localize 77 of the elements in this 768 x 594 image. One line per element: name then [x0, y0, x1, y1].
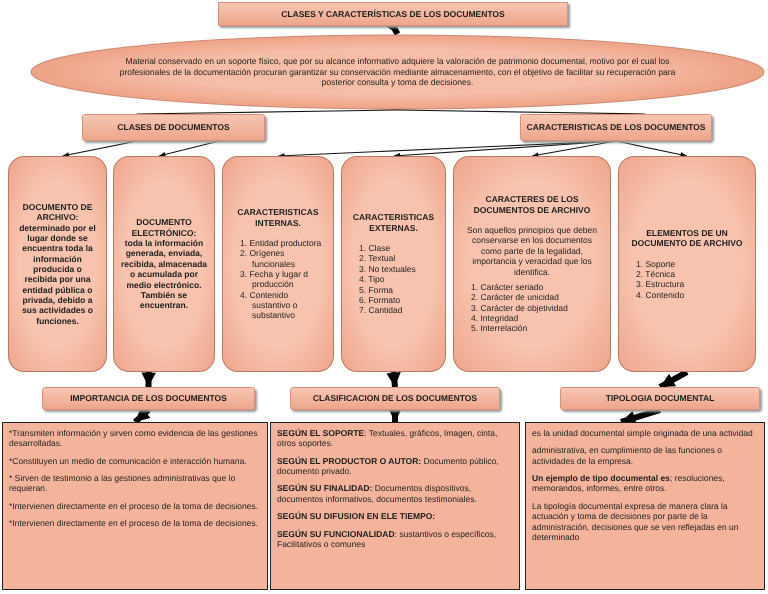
header-text: CARACTERISTICAS DE LOS DOCUMENTOS [526, 122, 706, 133]
card-text: determinado por el lugar donde se encuentra toda la información producida o recibida por una entidad pública o privada, debido a sus actividades o funciones. [18, 222, 97, 326]
paragraph: SEGÚN SU FUNCIONALIDAD: sustantivos o específicos, Facilitativos o comunes [277, 528, 498, 550]
block-arrow [133, 407, 151, 424]
list-item: 1. Clase [358, 243, 392, 254]
card-heading: CARACTERISTICAS EXTERNAS. [352, 212, 436, 234]
paragraph: La tipología documental expresa de manera clara la actuación y toma de decisiones por parte de la administración, decisiones que se ven reflejadas en un determinado [532, 500, 740, 542]
block-arrow [388, 408, 402, 422]
paragraph: SEGÚN EL SOPORTE: Textuales, gráficos, Imagen, cinta, otros soportes. [277, 428, 498, 449]
list-item: 7. Cantidad [358, 305, 404, 316]
list-item: 5. Forma [358, 284, 394, 295]
list-item: 4. Tipo [358, 274, 386, 285]
paragraph: SEGÚN EL PRODUCTOR O AUTOR: Documento público, documento privado. [277, 456, 500, 476]
list-item: 5. Interrelación [470, 323, 528, 334]
paragraph: es la unidad documental simple originada de una actividad [532, 428, 754, 438]
list-item: 3. Carácter de objetividad [470, 302, 569, 313]
text-panel [270, 422, 520, 590]
paragraph: *Intervienen directamente en el proceso de la toma de decisiones. [9, 500, 260, 512]
category-box [520, 114, 712, 141]
section-header [290, 387, 500, 410]
arrow [62, 140, 137, 158]
header-text: CLASES DE DOCUMENTOS [117, 122, 230, 133]
list-item: 2. Orígenes funcionales [239, 248, 296, 269]
list-item: 3. No textuales [358, 264, 417, 274]
section-header [560, 387, 760, 410]
list-item: 4. Contenido [635, 290, 686, 300]
paragraph: SEGÚN SU FINALIDAD: Documentos dispositivos, documentos informativos, documentos testimoniales. [277, 483, 478, 504]
concept-card [113, 156, 215, 372]
paragraph: Un ejemplo de tipo documental es; resoluciones, memorandos, informes, entre otros. [532, 473, 726, 494]
header-text: IMPORTANCIA DE LOS DOCUMENTOS [70, 393, 227, 404]
concept-card [8, 156, 107, 372]
text-panel [2, 422, 268, 590]
header-text: CLASIFICACION DE LOS DOCUMENTOS [312, 393, 478, 404]
list-item: 1. Carácter seriado [470, 282, 544, 292]
paragraph: *Constituyen un medio de comunicación e interacción humana. [9, 456, 248, 466]
paragraph: * Sirven de testimonio a las gestiones administrativas que lo requieran. [9, 473, 236, 494]
list-item: 3. Estructura [635, 279, 686, 290]
list-item: 2. Técnica [635, 269, 676, 280]
concept-card [341, 156, 446, 372]
card-heading: CARACTERES DE LOS DOCUMENTOS DE ARCHIVO [472, 194, 592, 216]
connector-line [398, 109, 645, 115]
connector-line [136, 109, 398, 115]
card-text: Son aquellos principios que deben conservarse en los documentos como parte de la legalidad, importancia y veracidad que los identifica. [466, 225, 598, 277]
list-item: 4. Contenido sustantivo o substantivo [239, 290, 298, 321]
paragraph: SEGÚN SU DIFUSION EN ELE TIEMPO: [277, 511, 436, 522]
card-text: toda la información generada, enviada, recibida, almacenada o acumulada por medio electrónico. También se encuentran. [121, 238, 207, 311]
arrow [532, 140, 616, 158]
title: CLASES Y CARACTERÍSTICAS DE LOS DOCUMENTOS [281, 8, 505, 20]
paragraph: *Intervienen directamente en el proceso de la toma de decisiones. [9, 518, 260, 529]
card-heading: DOCUMENTO ELECTRÓNICO: [130, 217, 198, 238]
block-arrow [386, 372, 401, 388]
list-item: 4. Integridad [470, 312, 520, 324]
concept-card [222, 156, 334, 372]
card-heading: CARACTERISTICAS INTERNAS. [236, 207, 320, 228]
concept-card [453, 156, 611, 372]
list-item: 1. Soporte [635, 258, 676, 269]
definition-ellipse [30, 34, 765, 110]
text-panel [525, 422, 765, 590]
title-box [218, 2, 568, 26]
category-box [82, 114, 265, 141]
list-item: 2. Textual [358, 253, 396, 264]
header-text: TIPOLOGIA DOCUMENTAL [606, 393, 714, 404]
list-item: 6. Formato [358, 294, 402, 306]
block-arrow [142, 372, 156, 388]
paragraph: *Transmiten información y sirven como evidencia de las gestiones desarrolladas. [9, 428, 259, 449]
section-header [42, 387, 255, 410]
concept-card [618, 156, 756, 372]
card-heading: DOCUMENTO DE ARCHIVO: [22, 202, 94, 223]
list-item: 3. Fecha y lugar d producción [239, 269, 310, 290]
definition-text: Material conservado en un soporte físico, que por su alcance informativo adquiere la valoración de patrimonio documental, motivo por el cual los profesionales de la documentación procuran garantizar su conservación mediante almacenamiento, con el objetivo de facilitar su recuperación para posterior consulta y toma de decisiones. [118, 56, 676, 88]
block-arrow [620, 407, 661, 425]
card-heading: ELEMENTOS DE UN DOCUMENTO DE ARCHIVO [630, 228, 744, 249]
block-arrow [658, 369, 688, 390]
list-item: 1. Entidad productora [239, 238, 322, 248]
paragraph: administrativa, en cumplimiento de las funciones o actividades de la empresa. [532, 445, 723, 466]
list-item: 2. Carácter de unicidad [470, 292, 560, 303]
arrow [616, 140, 688, 158]
